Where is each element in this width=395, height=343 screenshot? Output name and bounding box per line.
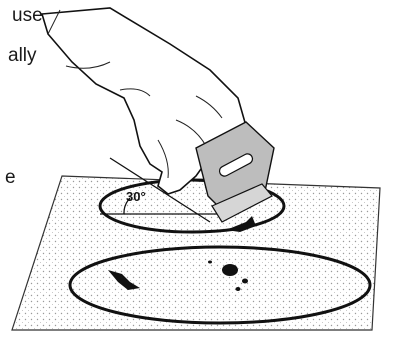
work-surface	[12, 176, 380, 330]
caption-fragment-2: ally	[8, 46, 37, 65]
caption-fragment-1: use	[12, 6, 43, 25]
caption-fragment-3: e	[5, 168, 16, 187]
angle-label: 30°	[126, 190, 146, 203]
